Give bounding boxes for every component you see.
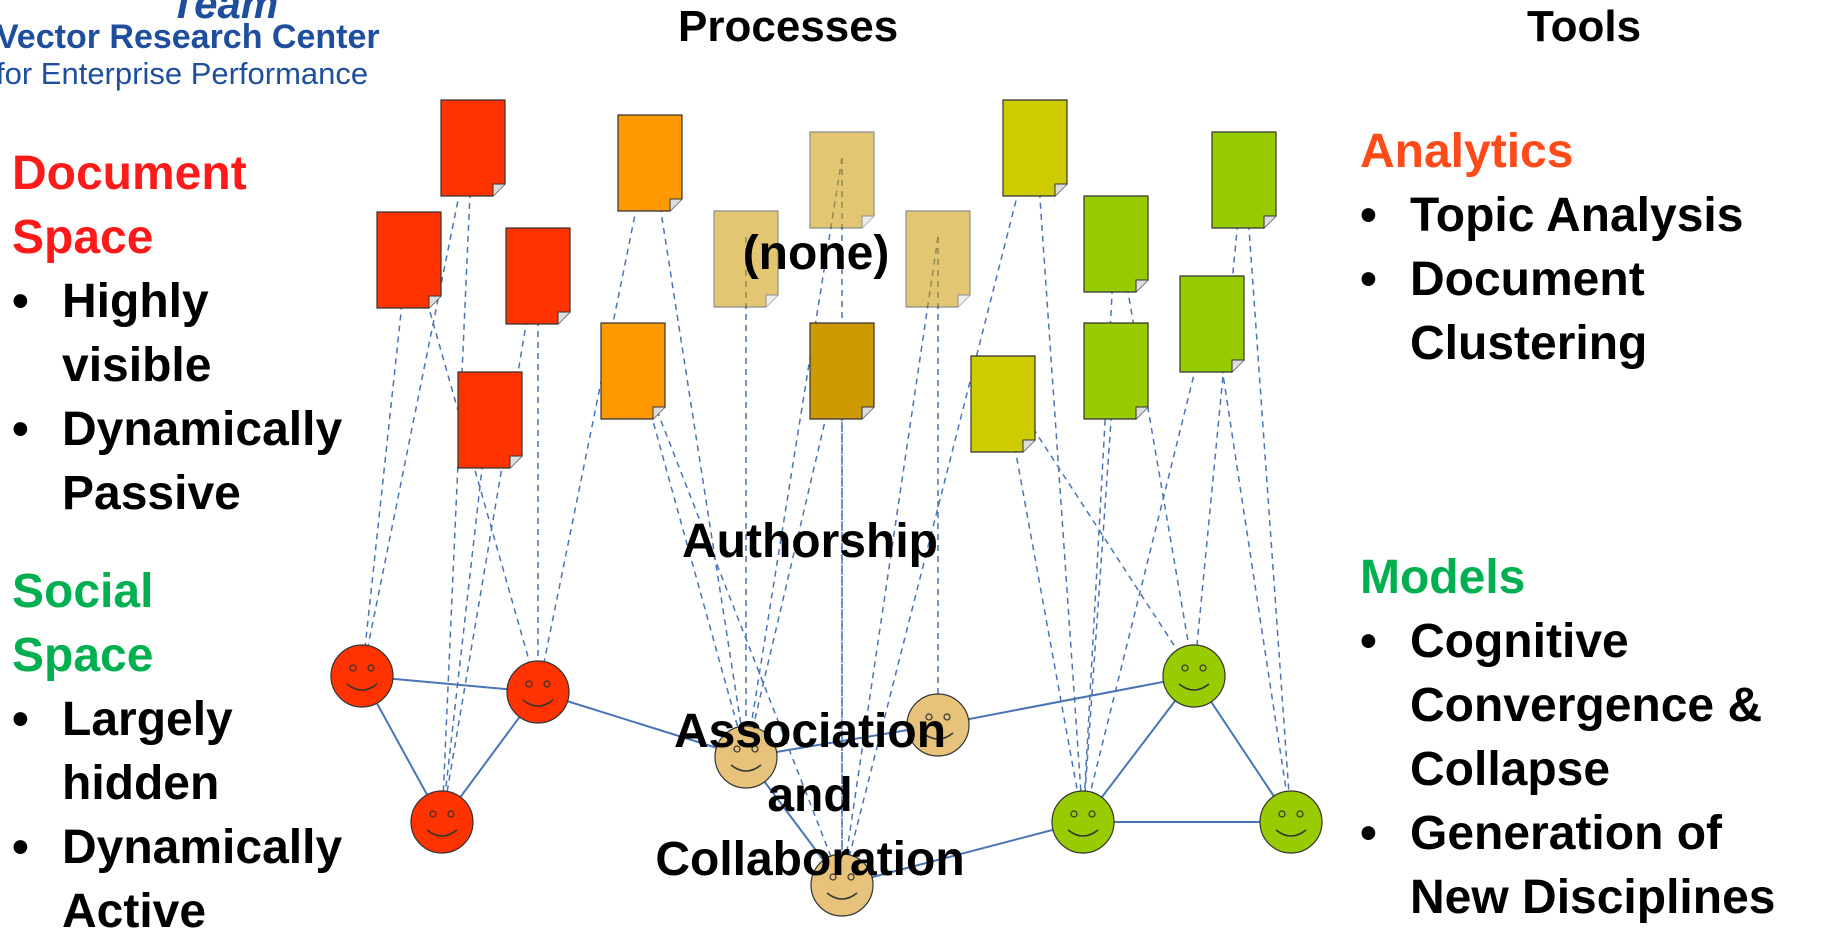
document-icon (905, 210, 971, 308)
analytics-title: Analytics (1360, 125, 1574, 178)
list-item: •Topic Analysis (1360, 189, 1744, 242)
document-link (632, 348, 843, 886)
document-space-title-line1: Document (12, 147, 247, 200)
person-icon (506, 660, 570, 724)
document-icon (1083, 195, 1149, 293)
document-icon (1002, 99, 1068, 197)
tools-header: Tools (1527, 2, 1642, 51)
document-link (1082, 301, 1213, 823)
person-icon (1259, 790, 1323, 854)
document-link (1243, 157, 1292, 823)
document-icon (1179, 275, 1245, 373)
document-space-title-line2: Space (12, 211, 154, 264)
document-link (1034, 125, 1084, 823)
document-link (1193, 157, 1245, 677)
document-icon (1083, 322, 1149, 420)
social-link (537, 691, 747, 758)
document-link (1211, 301, 1292, 823)
document-icon (713, 210, 779, 308)
processes-header: Processes (678, 2, 899, 51)
document-link (745, 157, 843, 758)
person-icon (906, 693, 970, 757)
document-link (441, 397, 491, 823)
document-icon (457, 371, 523, 469)
document-icon (376, 211, 442, 309)
authorship-label: Authorship (682, 515, 938, 568)
people (330, 644, 1323, 917)
social-link (745, 724, 939, 758)
person-icon (810, 853, 874, 917)
association-label-line1: Association (673, 705, 947, 758)
person-icon (714, 725, 778, 789)
document-link (1082, 348, 1117, 823)
logo-subtitle: for Enterprise Performance (0, 56, 369, 91)
social-link (937, 675, 1195, 726)
document-icon (617, 114, 683, 212)
person-icon (1051, 790, 1115, 854)
logo-title: Vector Research Center (0, 18, 380, 56)
document-icon (1211, 131, 1277, 229)
models-title: Models (1360, 551, 1526, 604)
person-icon (1162, 644, 1226, 708)
social-space-title-line1: Social (12, 565, 154, 618)
document-link (361, 125, 474, 677)
document-link (1082, 221, 1117, 823)
logo-top-text: Team (170, 0, 279, 27)
document-link (441, 253, 539, 823)
document-link (361, 237, 410, 677)
person-icon (330, 644, 394, 708)
none-label: (none) (742, 227, 890, 280)
document-icon (970, 355, 1036, 453)
document-link (1002, 381, 1084, 823)
association-label-line2: and (767, 769, 853, 822)
document-icon (505, 227, 571, 325)
social-link (841, 821, 1084, 886)
document-icon (809, 131, 875, 229)
document-icon (440, 99, 506, 197)
person-icon (410, 790, 474, 854)
documents (376, 99, 1277, 469)
document-icon (600, 322, 666, 420)
association-label-line3: Collaboration (655, 833, 965, 886)
social-space-title-line2: Space (12, 629, 154, 682)
document-icon (809, 322, 875, 420)
document-link (537, 140, 651, 693)
document-link (441, 125, 474, 823)
document-link (649, 140, 747, 758)
document-link (841, 125, 1036, 886)
